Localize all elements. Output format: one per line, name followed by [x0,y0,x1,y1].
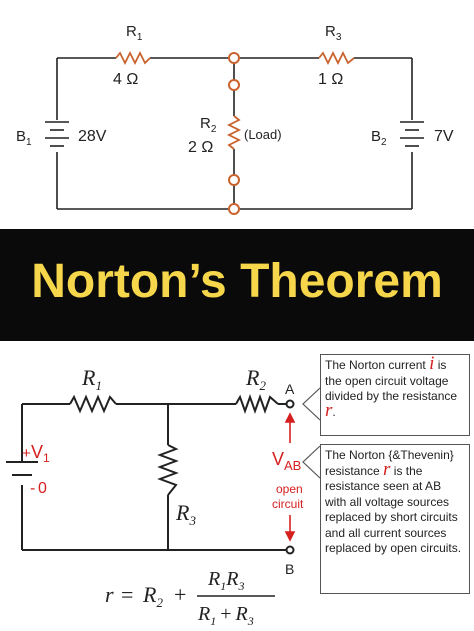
r1-value: 4 Ω [113,71,138,88]
resistor-bottom-r3-symbol [157,444,179,496]
note-current-symbol2: r [325,399,333,421]
battery-b2-symbol [400,121,424,147]
b1-value: 28V [78,128,107,145]
source-plus-sign: + [22,445,31,462]
note-norton-resistance: The Norton {&Thevenin} resistance r is t… [320,444,470,594]
note-resistance-pre: The Norton {&Thevenin} resistance [325,448,454,478]
r1-label: R1 [126,23,143,43]
bottom-r3-label: R3 [175,500,196,528]
open-circuit-label-line1: open [276,482,303,496]
note-resistance-symbol: r [383,458,391,480]
b1-label: B1 [16,128,32,148]
note-resistance-post: is the resistance seen at AB with all vo… [325,463,462,556]
b2-label: B2 [371,128,387,148]
source-zero-label: 0 [38,480,47,497]
svg-text:R1+R3: R1+R3 [197,603,254,628]
r3-value: 1 Ω [318,71,343,88]
r3-label: R3 [325,23,342,43]
vab-arrows [284,412,296,542]
top-wires [56,57,413,210]
battery-b1-symbol [45,121,69,147]
bottom-wires [21,403,287,551]
r2-value: 2 Ω [188,139,213,156]
resistor-r1-symbol [115,50,151,66]
svg-text:R1R3: R1R3 [207,568,244,593]
top-node-rings [228,52,240,215]
source-v1-label: V1 [31,442,50,465]
note-norton-current: The Norton current i is the open circuit… [320,354,470,436]
load-label: (Load) [244,127,282,142]
b2-value: 7V [434,128,454,145]
note-current-end: . [332,404,336,419]
resistor-bottom-r2-symbol [235,394,279,414]
resistor-r2-symbol [226,115,242,150]
resistor-r3-symbol [318,50,355,66]
vab-label: VAB [272,449,301,473]
r2-label: R2 [200,115,217,135]
svg-text:r: r [105,582,114,607]
source-minus-sign: - [30,480,35,497]
norton-resistance-formula: r = R2 + R1R3 R1+R3 [105,568,275,628]
svg-text:+: + [174,582,186,607]
resistor-bottom-r1-symbol [69,394,117,414]
terminal-nodes [285,399,295,555]
open-circuit-label-line2: circuit [272,497,304,511]
banner-title: Norton’s Theorem [31,255,443,308]
node-a-label: A [285,381,295,397]
note-callouts [302,387,321,479]
title-banner: Norton’s Theorem [0,229,474,341]
bottom-r2-label: R2 [245,365,266,393]
top-circuit-diagram: R1 4 Ω R3 1 Ω R2 2 Ω (Load) B1 28V B2 7V [16,23,454,215]
node-b-label: B [285,561,294,577]
source-v1-symbol [6,461,38,476]
note-current-symbol: i [429,354,435,374]
note-current-pre: The Norton current [325,358,426,372]
svg-text:=: = [121,582,133,607]
bottom-r1-label: R1 [81,365,102,393]
svg-text:R2: R2 [142,582,163,610]
note-current-post: is the open circuit voltage divided by t… [325,358,458,403]
